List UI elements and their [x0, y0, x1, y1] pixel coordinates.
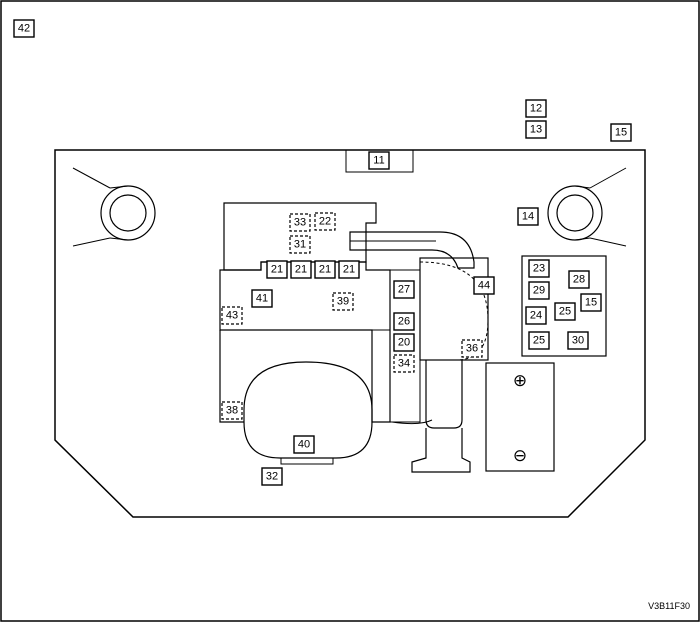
component-label-13: 13: [525, 120, 547, 139]
svg-text:30: 30: [572, 335, 584, 347]
diagram-code: V3B11F30: [648, 601, 690, 611]
svg-text:21: 21: [343, 264, 355, 276]
svg-text:24: 24: [530, 310, 542, 322]
battery-positive-terminal: ⊕: [513, 371, 527, 391]
engine-assembly: [219, 202, 489, 473]
svg-text:26: 26: [398, 316, 410, 328]
engine-compartment-outline: [54, 149, 646, 518]
svg-text:25: 25: [559, 306, 571, 318]
left-strut-tower: [72, 167, 156, 247]
component-label-34: 34: [393, 354, 415, 373]
component-label-41: 41: [251, 289, 273, 308]
component-label-43: 43: [221, 306, 243, 325]
svg-text:12: 12: [530, 103, 542, 115]
battery-negative-terminal: ⊖: [513, 446, 527, 466]
component-label-21-b: 21: [290, 260, 312, 279]
battery: ⊕ ⊖: [485, 362, 555, 472]
svg-text:21: 21: [295, 264, 307, 276]
svg-text:28: 28: [573, 274, 585, 286]
component-label-14: 14: [517, 207, 539, 226]
component-label-15-relay: 15: [580, 293, 602, 312]
svg-text:14: 14: [522, 211, 534, 223]
svg-text:11: 11: [373, 155, 384, 167]
svg-text:33: 33: [294, 217, 306, 229]
component-label-21-c: 21: [314, 260, 336, 279]
svg-text:23: 23: [533, 263, 545, 275]
component-label-31: 31: [289, 235, 311, 254]
component-label-26: 26: [393, 312, 415, 331]
component-label-32: 32: [261, 467, 283, 486]
svg-text:21: 21: [271, 264, 283, 276]
component-label-40: 40: [293, 435, 315, 454]
component-label-21-d: 21: [338, 260, 360, 279]
component-labels: 42 12 13 15 11 14 33 22: [13, 19, 632, 486]
svg-text:41: 41: [256, 293, 268, 305]
component-label-23: 23: [528, 259, 550, 278]
component-label-20: 20: [393, 333, 415, 352]
component-label-25-a: 25: [554, 302, 576, 321]
svg-text:13: 13: [530, 124, 542, 136]
svg-text:31: 31: [294, 239, 306, 251]
component-label-42: 42: [13, 19, 35, 38]
svg-text:21: 21: [319, 264, 331, 276]
svg-text:27: 27: [398, 284, 410, 296]
component-label-28: 28: [568, 270, 590, 289]
svg-text:34: 34: [398, 358, 410, 370]
svg-text:39: 39: [337, 296, 349, 308]
svg-text:29: 29: [533, 285, 545, 297]
svg-text:38: 38: [226, 405, 238, 417]
component-label-27: 27: [393, 280, 415, 299]
svg-text:15: 15: [585, 297, 597, 309]
component-label-44: 44: [473, 276, 495, 295]
component-label-29: 29: [528, 281, 550, 300]
svg-text:42: 42: [18, 23, 30, 35]
component-label-25-b: 25: [528, 331, 550, 350]
component-label-12: 12: [525, 99, 547, 118]
svg-text:20: 20: [398, 337, 410, 349]
svg-text:25: 25: [533, 335, 545, 347]
svg-text:44: 44: [478, 280, 490, 292]
component-label-33: 33: [289, 213, 311, 232]
component-label-30: 30: [567, 331, 589, 350]
component-label-21-a: 21: [266, 260, 288, 279]
relay-block: [521, 255, 607, 357]
component-label-39: 39: [332, 292, 354, 311]
component-label-11: 11: [368, 151, 390, 170]
svg-text:15: 15: [615, 127, 627, 139]
svg-text:36: 36: [466, 343, 478, 355]
front-center-bracket: [345, 149, 414, 173]
component-label-15-top: 15: [610, 123, 632, 142]
component-label-38: 38: [221, 401, 243, 420]
right-strut-tower: [547, 167, 627, 247]
component-label-22: 22: [314, 212, 336, 231]
svg-text:32: 32: [266, 471, 278, 483]
component-label-36: 36: [461, 339, 483, 358]
component-label-24: 24: [525, 306, 547, 325]
svg-text:43: 43: [226, 310, 238, 322]
svg-text:40: 40: [298, 439, 310, 451]
svg-text:22: 22: [319, 216, 331, 228]
